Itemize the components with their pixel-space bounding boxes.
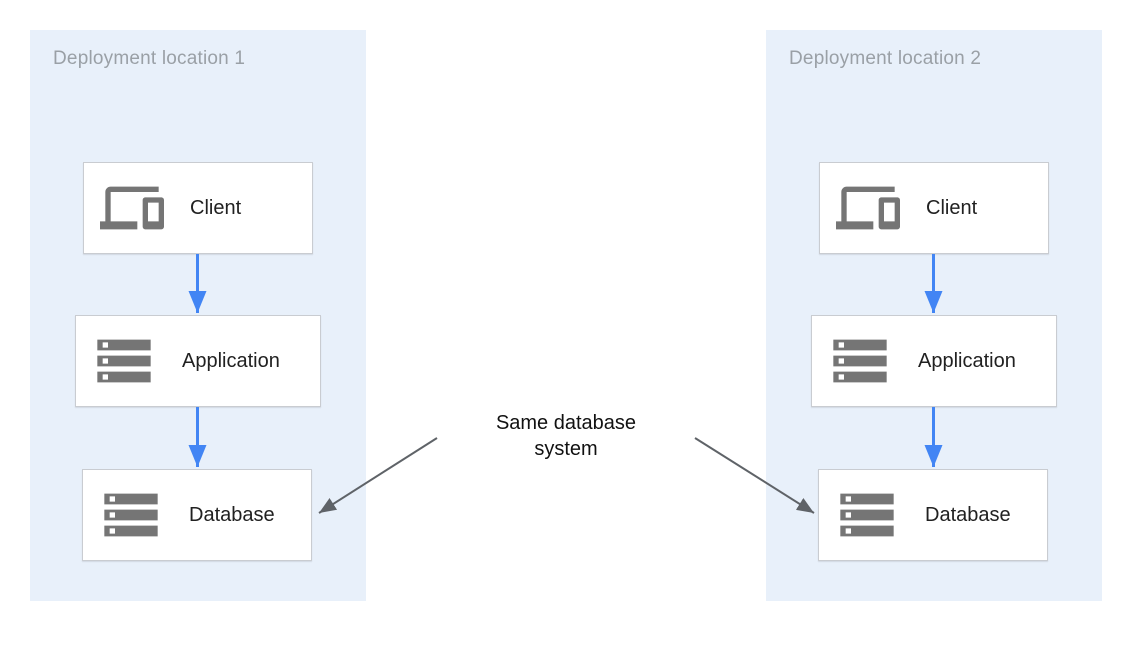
deployment-panel-2: Deployment location 2 Client Application… [766,30,1102,601]
node-label: Database [925,503,1011,526]
deployment-panel-1: Deployment location 1 Client Application… [30,30,366,601]
node-label: Client [926,196,978,219]
storage-icon [104,493,158,537]
database-node: Database [818,469,1048,561]
client-node: Client [819,162,1049,254]
node-label: Client [190,196,242,219]
same-database-label: Same database system [446,410,686,462]
application-node: Application [75,315,321,407]
panel-title: Deployment location 2 [789,48,982,69]
application-node: Application [811,315,1057,407]
database-node: Database [82,469,312,561]
storage-icon [97,339,151,383]
devices-icon [836,186,900,230]
storage-icon [840,493,894,537]
client-node: Client [83,162,313,254]
same-database-line2: system [534,438,598,460]
same-database-line1: Same database [495,412,637,434]
node-label: Database [189,503,275,526]
devices-icon [100,186,164,230]
node-label: Application [918,349,1016,372]
panel-title: Deployment location 1 [53,48,246,69]
storage-icon [833,339,887,383]
node-label: Application [182,349,280,372]
